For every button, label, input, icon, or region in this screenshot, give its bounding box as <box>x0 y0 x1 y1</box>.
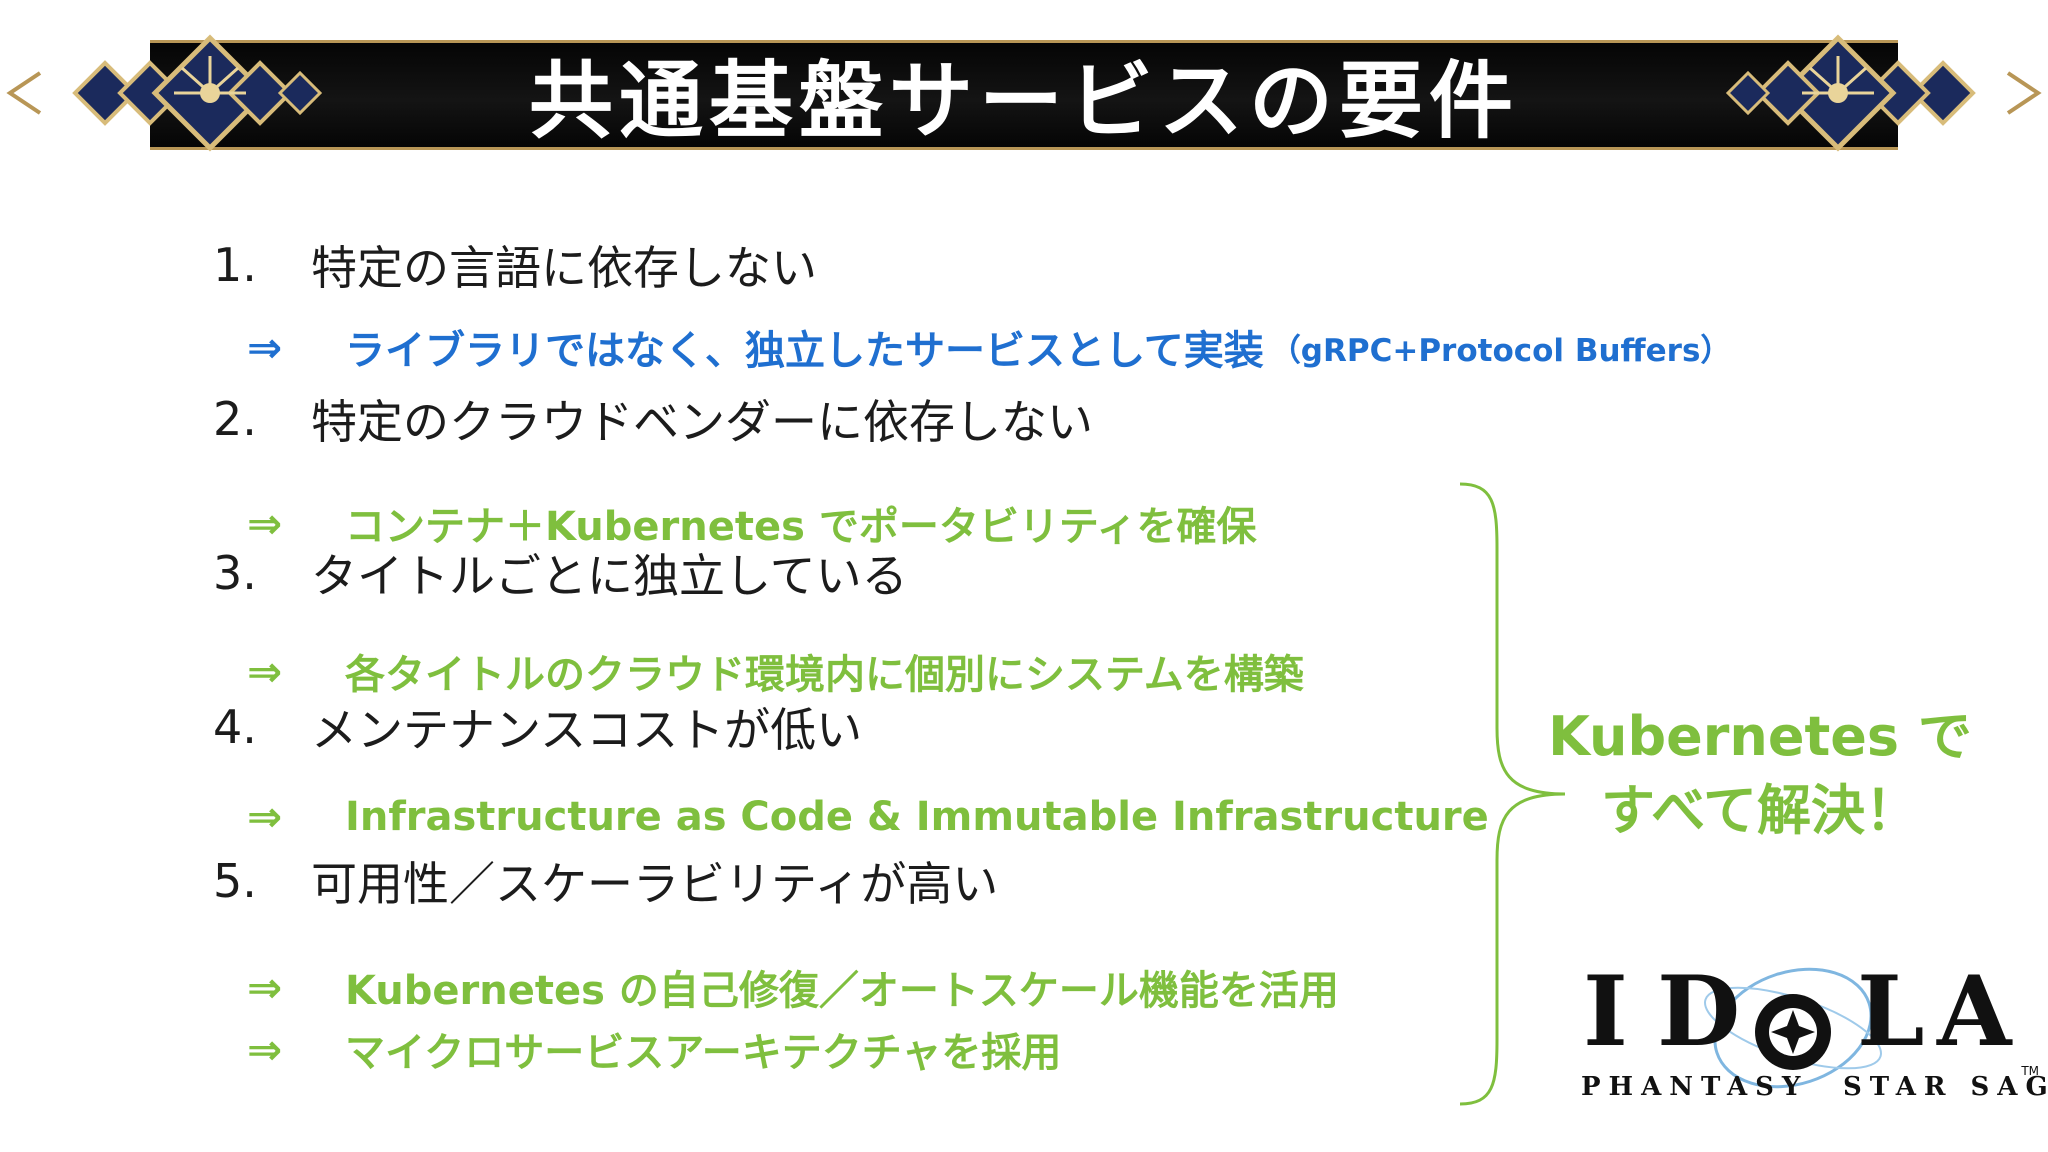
arrow-icon: ⇒ <box>247 322 283 372</box>
logo-letter-i: I <box>1583 955 1628 1068</box>
logo-subtitle-left: PHANTASY <box>1581 1072 1809 1102</box>
logo-letter-d: D <box>1657 955 1741 1068</box>
item-text: 特定のクラウドベンダーに依存しない <box>311 395 1093 449</box>
solution-text: コンテナ＋Kubernetes でポータビリティを確保 <box>345 504 1257 550</box>
solution-text: ライブラリではなく、独立したサービスとして実装 <box>345 328 1264 374</box>
requirement-item-2: 2. 特定のクラウドベンダーに依存しない <box>213 386 1093 452</box>
idola-logo: I D L A PHANTASY STAR SAGA TM <box>1575 955 2048 1120</box>
requirement-item-1: 1. 特定の言語に依存しない <box>213 232 817 298</box>
solution-text: Kubernetes の自己修復／オートスケール機能を活用 <box>345 968 1339 1014</box>
title-banner: 共通基盤サービスの要件 <box>0 0 2048 160</box>
logo-letter-a: A <box>1937 955 2012 1068</box>
arrow-icon: ⇒ <box>247 962 283 1012</box>
solution-text: 各タイトルのクラウド環境内に個別にシステムを構築 <box>345 652 1304 698</box>
item-number: 3. <box>213 546 257 600</box>
item-text: タイトルごとに独立している <box>311 549 908 603</box>
solution-text: マイクロサービスアーキテクチャを採用 <box>345 1030 1062 1076</box>
solution-note: （gRPC+Protocol Buffers） <box>1269 332 1732 369</box>
requirement-item-2-solution: ⇒ コンテナ＋Kubernetes でポータビリティを確保 <box>247 494 1256 552</box>
item-text: 特定の言語に依存しない <box>311 241 817 295</box>
requirement-item-4-solution: ⇒ Infrastructure as Code & Immutable Inf… <box>247 792 1489 841</box>
item-number: 2. <box>213 392 257 446</box>
title-bar <box>150 40 1898 150</box>
arrow-icon: ⇒ <box>247 646 283 696</box>
logo-subtitle-right: STAR SAGA <box>1843 1072 2048 1102</box>
arrow-icon: ⇒ <box>247 498 283 548</box>
logo-orbit-icon <box>1704 967 1882 1089</box>
item-number: 4. <box>213 700 257 754</box>
conclusion-line-1: Kubernetes で <box>1548 705 1972 768</box>
arrow-icon: ⇒ <box>247 1024 283 1074</box>
requirement-item-5-solution-2: ⇒ マイクロサービスアーキテクチャを採用 <box>247 1020 1061 1078</box>
page-title: 共通基盤サービスの要件 <box>528 51 1519 150</box>
art-deco-ornament-right-icon <box>1725 34 2042 152</box>
conclusion-line-2: すべて解決！ <box>1600 779 1920 842</box>
curly-brace-icon <box>1459 482 1566 1106</box>
logo-letter-l: L <box>1857 955 1925 1068</box>
item-number: 5. <box>213 854 257 908</box>
item-text: 可用性／スケーラビリティが高い <box>311 857 999 911</box>
requirement-item-1-solution: ⇒ ライブラリではなく、独立したサービスとして実装 （gRPC+Protocol… <box>247 318 1731 376</box>
item-number: 1. <box>213 238 257 292</box>
art-deco-ornament-left-icon <box>6 34 323 152</box>
trademark-mark: TM <box>2021 1064 2039 1078</box>
arrow-icon: ⇒ <box>247 792 283 841</box>
requirement-item-5: 5. 可用性／スケーラビリティが高い <box>213 848 998 914</box>
conclusion-text: Kubernetes で すべて解決！ <box>1540 700 1980 848</box>
requirement-item-3: 3. タイトルごとに独立している <box>213 540 908 606</box>
requirement-item-3-solution: ⇒ 各タイトルのクラウド環境内に個別にシステムを構築 <box>247 642 1304 700</box>
item-text: メンテナンスコストが低い <box>311 703 863 757</box>
requirement-item-5-solution-1: ⇒ Kubernetes の自己修復／オートスケール機能を活用 <box>247 958 1339 1016</box>
requirement-item-4: 4. メンテナンスコストが低い <box>213 694 862 760</box>
solution-text: Infrastructure as Code & Immutable Infra… <box>345 793 1489 840</box>
